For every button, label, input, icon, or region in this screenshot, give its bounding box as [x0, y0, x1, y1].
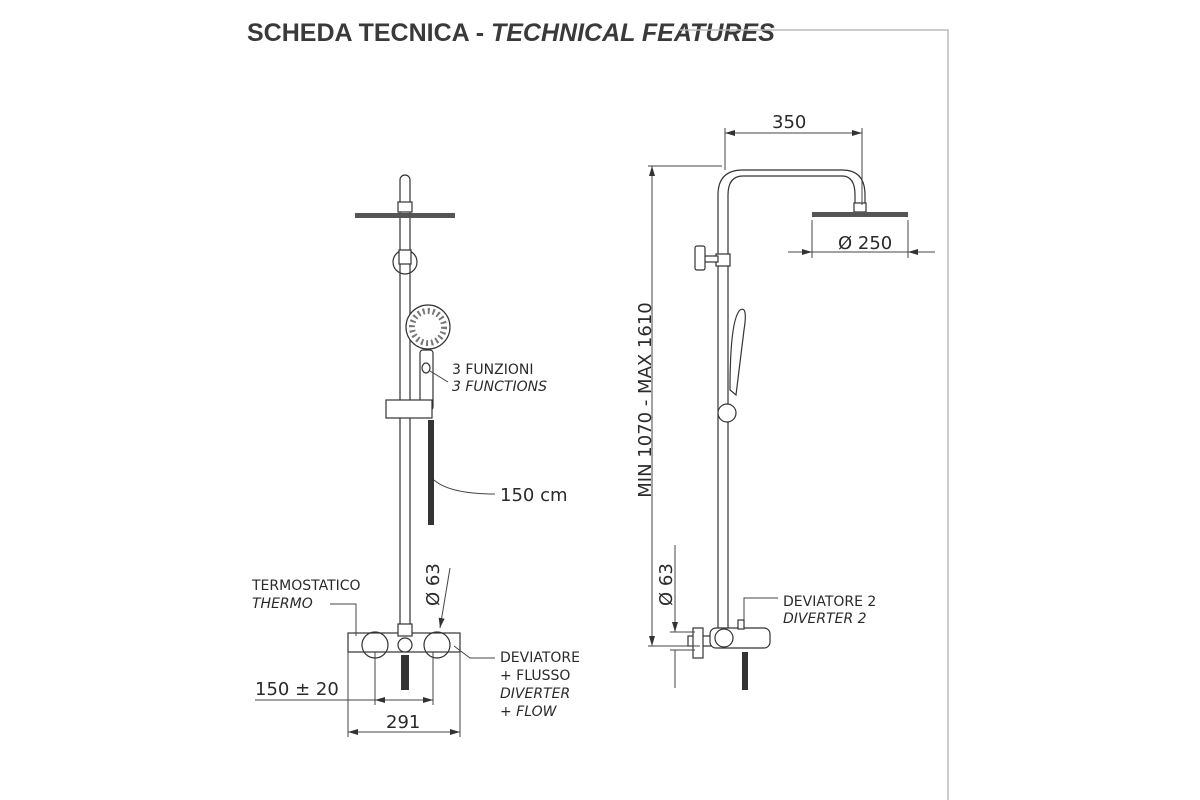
slider-bracket: [385, 399, 433, 419]
overhead-shower-head: [355, 213, 455, 218]
leader-diverter: [453, 645, 495, 659]
dim-arm-length: 350: [772, 112, 806, 133]
page-title: SCHEDA TECNICA - TECHNICAL FEATURES: [247, 19, 775, 47]
dim-head-diameter: Ø 250: [838, 233, 892, 254]
label-deviatore-2: DEVIATORE 2: [783, 594, 876, 610]
front-view: 3 FUNZIONI 3 FUNCTIONS 150 cm TERMOSTATI…: [251, 174, 580, 737]
head-nut: [397, 201, 413, 213]
page-title-sub: TECHNICAL FEATURES: [491, 19, 775, 47]
mixer-knob: [714, 628, 734, 648]
dim-mixer-width: 291: [386, 712, 420, 733]
wall-connector: [692, 627, 704, 659]
label-flow: + FLOW: [500, 704, 558, 720]
column-connector: [397, 623, 413, 637]
label-3-funzioni: 3 FUNZIONI: [452, 362, 533, 378]
dim-height-range: MIN 1070 - MAX 1610: [635, 302, 656, 497]
frame-border: [680, 29, 949, 800]
hand-shower-head: [405, 304, 451, 350]
hand-shower: [729, 308, 746, 397]
mixer-hose: [742, 652, 748, 690]
mixer-hose: [401, 655, 409, 690]
spray-nozzles: [409, 308, 447, 346]
extension-lines-arm: [724, 128, 863, 205]
ring-clamp: [398, 249, 412, 265]
leader-knob-diameter: [438, 567, 451, 629]
hose-outlet: [397, 637, 413, 653]
label-termostatico: TERMOSTATICO: [251, 578, 361, 594]
shower-hose: [428, 420, 434, 525]
function-button: [421, 362, 431, 374]
extension-lines-height: [648, 165, 722, 647]
label-hose-length: 150 cm: [500, 485, 568, 506]
head-nut: [853, 202, 867, 213]
label-thermo: THERMO: [252, 596, 313, 612]
slider-knob: [717, 403, 737, 423]
diverter-knob: [423, 631, 451, 659]
overhead-shower-head: [812, 212, 908, 217]
label-diverter: DIVERTER: [500, 686, 570, 702]
label-knob-diameter: Ø 63: [423, 563, 444, 606]
label-diverter-2: DIVERTER 2: [783, 611, 867, 627]
extension-lines: [347, 652, 461, 737]
leader-thermo: [330, 603, 357, 636]
leader-functions: [429, 370, 449, 383]
side-view: 350 Ø 250 MIN 1070 - MAX 1610 Ø 63 DEVIA…: [635, 112, 935, 690]
label-flusso: + FLUSSO: [500, 668, 570, 684]
leader-hose: [433, 479, 496, 495]
diverter-valve: [694, 245, 706, 271]
label-3-functions: 3 FUNCTIONS: [452, 379, 547, 395]
diverter-2-button: [737, 619, 745, 630]
page-title-main: SCHEDA TECNICA -: [247, 19, 491, 47]
label-deviatore: DEVIATORE: [500, 650, 580, 666]
dim-knob-diameter: Ø 63: [656, 563, 677, 606]
dim-center-distance: 150 ± 20: [255, 679, 339, 700]
extension-lines-knob: [670, 631, 695, 651]
leader-diverter-2: [743, 597, 778, 620]
